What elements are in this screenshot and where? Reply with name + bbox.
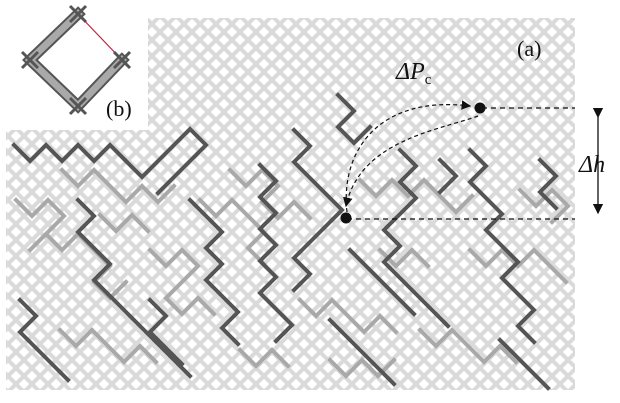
delta-pc-symbol: ΔP <box>395 59 425 85</box>
invaded-cluster-dark <box>11 92 559 391</box>
invaded-cluster-light <box>13 167 571 379</box>
delta-h-label: Δh <box>578 152 605 178</box>
delta-pc-subscript: c <box>425 72 432 88</box>
inset-cross-ticks <box>20 4 132 116</box>
lower-interface-marker <box>340 212 352 224</box>
jump-arrow-down <box>343 115 479 208</box>
panel-b-label: (b) <box>106 96 132 121</box>
panel-a-label: (a) <box>517 36 541 61</box>
inset-cell-bonds <box>22 6 130 114</box>
jump-arrow-up <box>345 100 472 213</box>
delta-pc-label: ΔPc <box>395 59 432 88</box>
upper-interface-marker <box>474 102 486 114</box>
unit-cell-inset <box>20 4 132 116</box>
